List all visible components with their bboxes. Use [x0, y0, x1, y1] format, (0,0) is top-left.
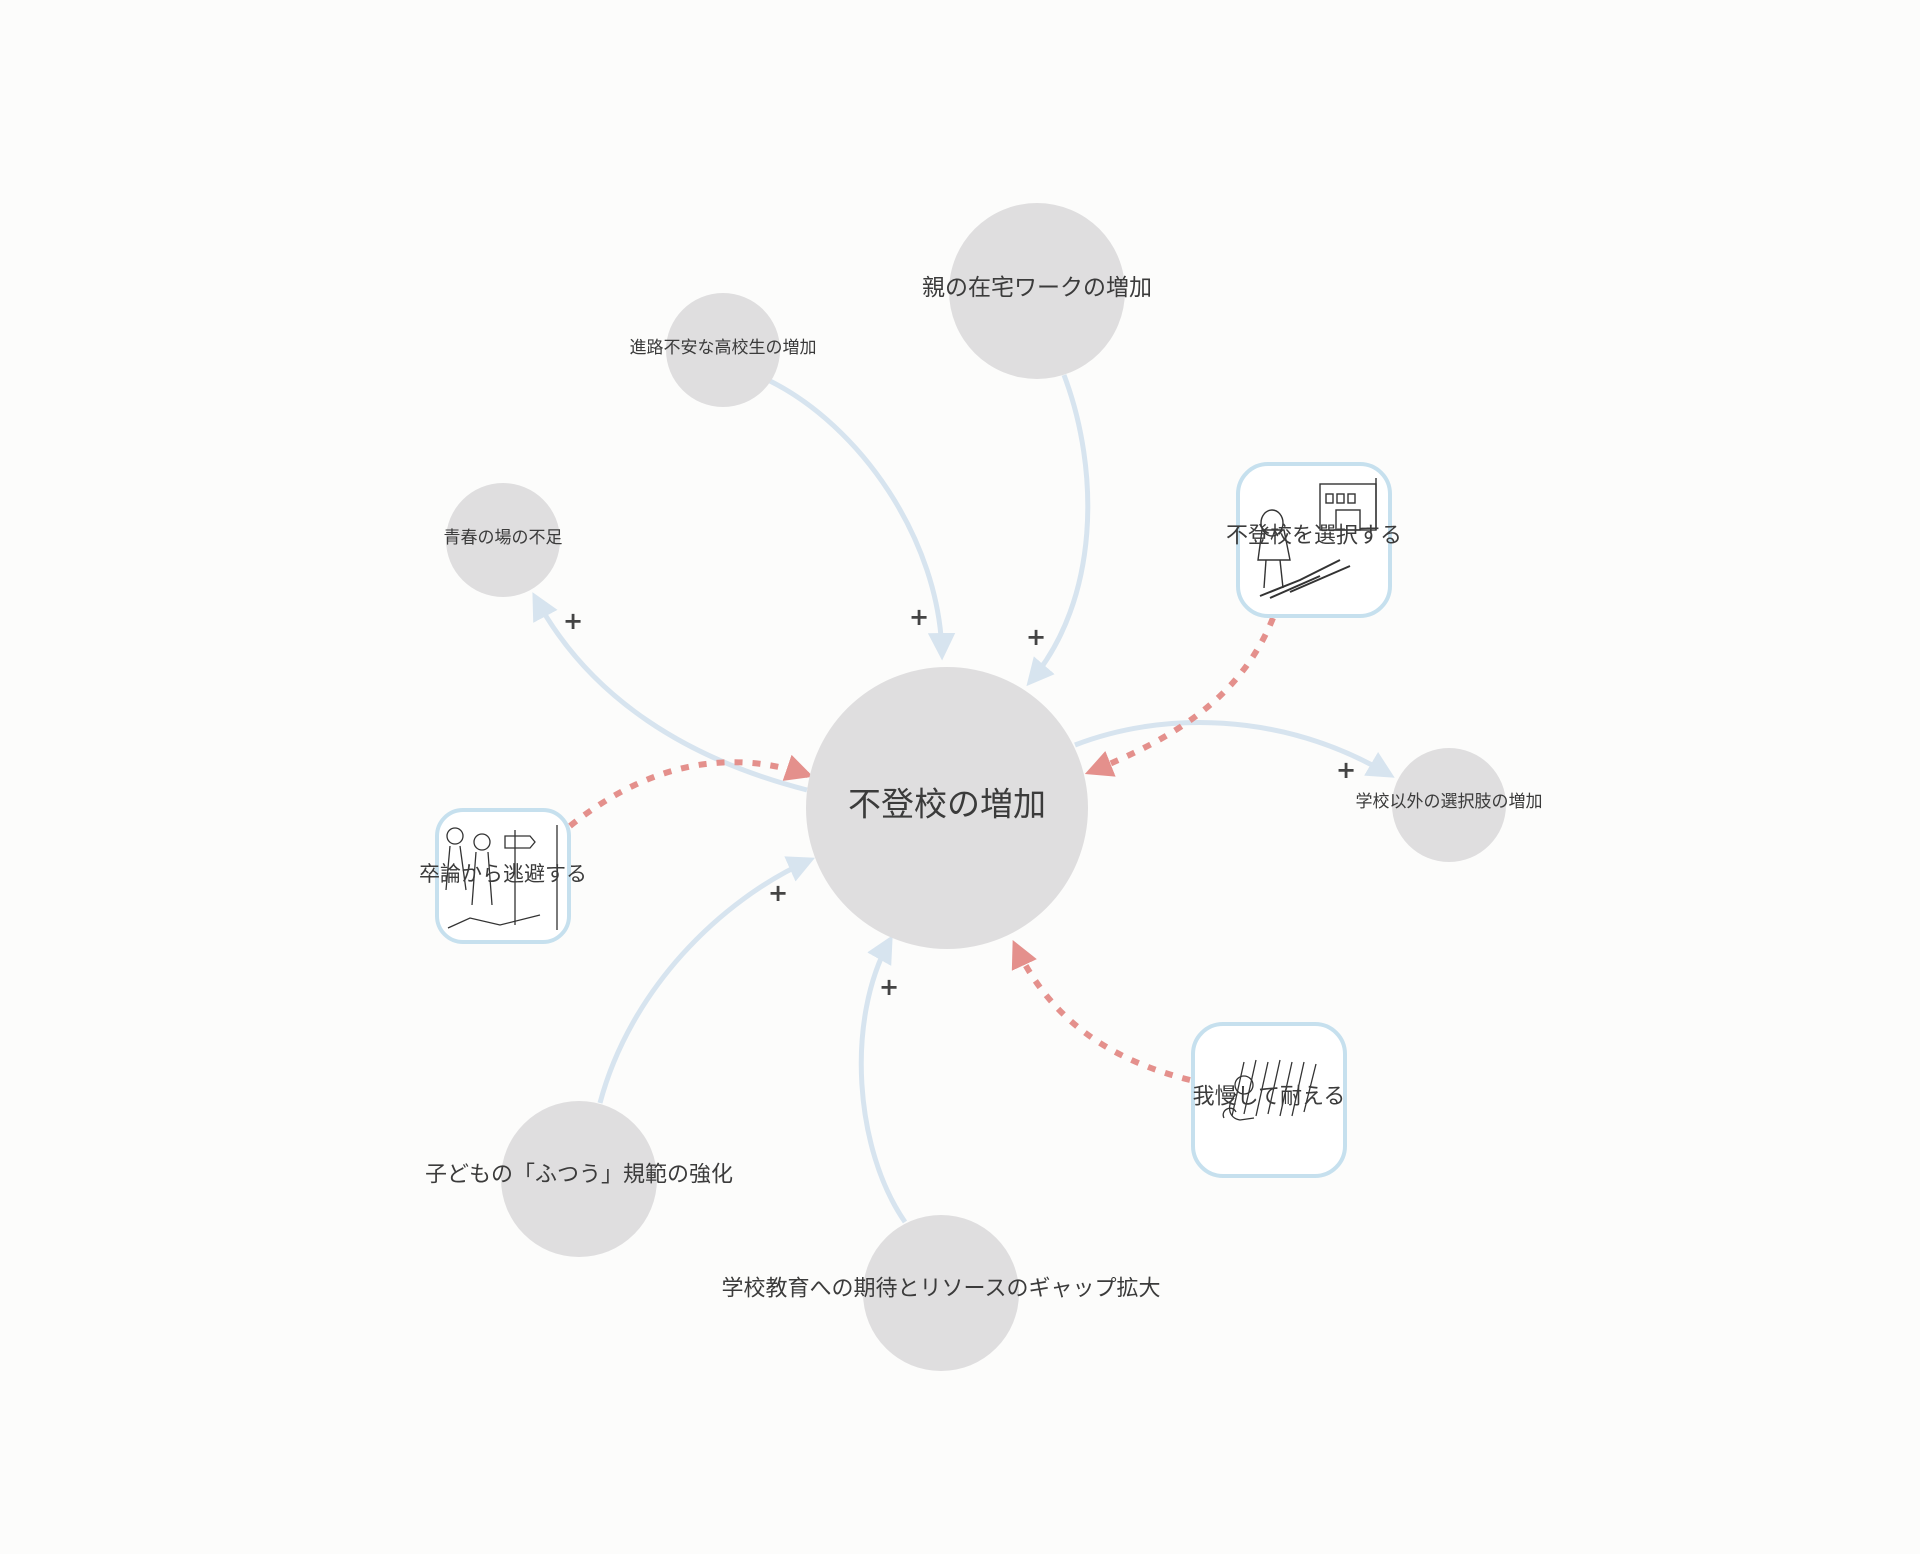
node-other-options[interactable]: 学校以外の選択肢の増加	[1356, 748, 1543, 862]
node-center[interactable]: 不登校の増加	[806, 667, 1088, 949]
edge-center-to-other-options	[1074, 719, 1395, 778]
edge-remote-work-to-center	[1026, 374, 1091, 687]
edge-polarity-other-options: +	[1336, 756, 1356, 784]
node-youth-places[interactable]: 青春の場の不足	[444, 483, 563, 597]
node-youth-places-label: 青春の場の不足	[444, 528, 563, 548]
edge-escape-thesis-to-center	[568, 754, 814, 829]
edge-endure-to-center	[1011, 939, 1191, 1083]
edge-polarity-normal-norm: +	[768, 879, 788, 907]
girl-walking-from-school-icon	[1257, 478, 1377, 599]
node-other-options-label: 学校以外の選択肢の増加	[1356, 792, 1543, 812]
node-endure[interactable]: 我慢して耐える	[1191, 1022, 1347, 1178]
person-in-rain-icon	[1222, 1059, 1317, 1121]
node-remote-work-label: 親の在宅ワークの増加	[922, 275, 1152, 301]
edge-uncertain-hs-to-center	[766, 377, 956, 661]
node-normal-norm-label: 子どもの「ふつう」規範の強化	[425, 1163, 733, 1188]
node-endure-label: 我慢して耐える	[1193, 1085, 1346, 1110]
edge-edu-gap-to-center	[858, 935, 908, 1224]
variable-nodes: 不登校の増加 親の在宅ワークの増加 進路不安な高校生の増加 青春の場の不足 学校…	[425, 203, 1543, 1371]
edge-center-to-youth-places	[532, 592, 808, 793]
node-choose-absence-label: 不登校を選択する	[1226, 524, 1402, 549]
node-edu-gap-label: 学校教育への期待とリソースのギャップ拡大	[722, 1277, 1161, 1302]
node-uncertain-hs[interactable]: 進路不安な高校生の増加	[630, 293, 817, 407]
edge-choose-absence-to-center	[1084, 616, 1276, 777]
action-nodes: 不登校を選択する 卒論から逃避する	[419, 462, 1402, 1178]
node-remote-work[interactable]: 親の在宅ワークの増加	[922, 203, 1152, 379]
edge-polarity-remote-work: +	[1026, 623, 1046, 651]
edge-polarity-uncertain-hs: +	[909, 603, 929, 631]
people-signpost-icon	[445, 825, 558, 930]
edge-polarity-edu-gap: +	[879, 973, 899, 1001]
edge-polarity-youth-places: +	[563, 607, 583, 635]
edges: + + + + + +	[532, 374, 1395, 1224]
node-uncertain-hs-label: 進路不安な高校生の増加	[630, 338, 817, 358]
node-edu-gap[interactable]: 学校教育への期待とリソースのギャップ拡大	[722, 1215, 1161, 1371]
edge-normal-norm-to-center	[597, 856, 816, 1104]
node-escape-thesis-label: 卒論から逃避する	[419, 862, 587, 886]
node-choose-absence[interactable]: 不登校を選択する	[1226, 462, 1402, 618]
node-center-label: 不登校の増加	[848, 785, 1046, 824]
node-normal-norm[interactable]: 子どもの「ふつう」規範の強化	[425, 1101, 733, 1257]
node-escape-thesis[interactable]: 卒論から逃避する	[419, 808, 587, 944]
